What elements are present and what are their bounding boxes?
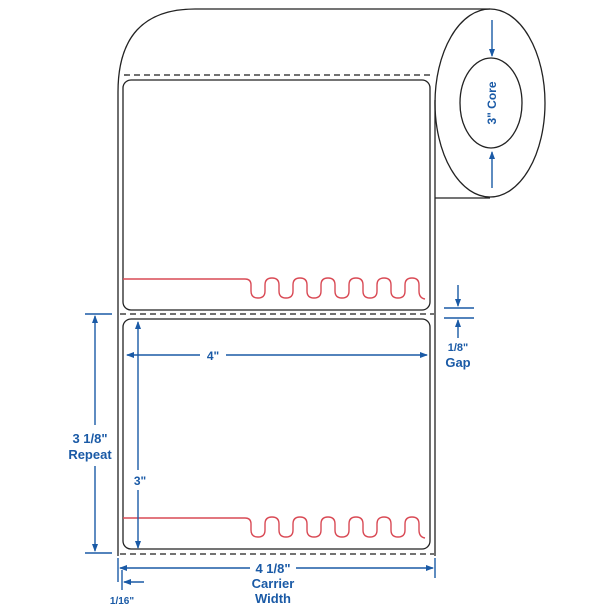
roll-core: [459, 57, 523, 149]
carrier-value: 4 1/8": [255, 561, 290, 576]
label-height-text: 3": [134, 474, 146, 488]
roll-outline: [117, 8, 546, 556]
carrier-label-1: Carrier: [252, 576, 295, 591]
repeat-label: Repeat: [68, 447, 112, 462]
margin-value: 1/16": [110, 596, 134, 607]
gap-label: Gap: [445, 355, 470, 370]
carrier-label-2: Width: [255, 591, 291, 606]
core-size-label: 3" Core: [485, 81, 499, 124]
gap-value: 1/8": [448, 342, 469, 354]
label-width-text: 4": [207, 349, 219, 363]
tear-wave-line: [123, 277, 426, 300]
label-2: [122, 318, 431, 550]
repeat-value: 3 1/8": [72, 431, 107, 446]
label-1: [122, 79, 431, 311]
tear-wave-line: [123, 516, 426, 539]
